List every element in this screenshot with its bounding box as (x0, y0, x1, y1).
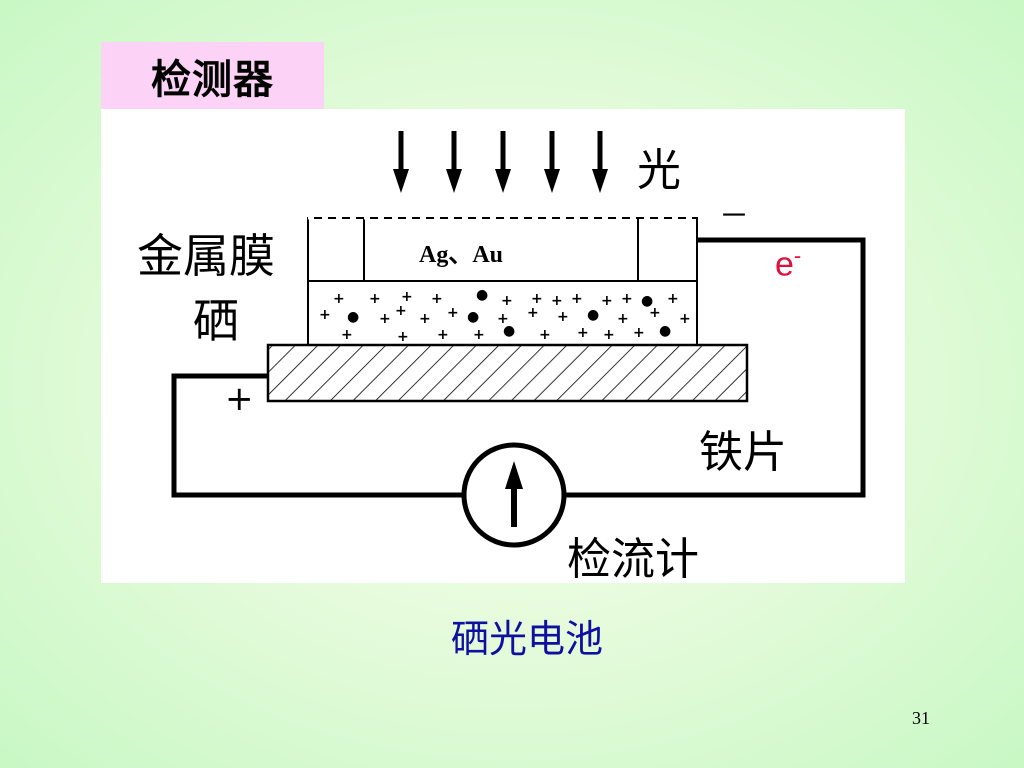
svg-text:+: + (601, 293, 613, 309)
positive-sign: + (225, 379, 254, 419)
svg-text:+: + (397, 329, 409, 345)
light-arrow (393, 131, 409, 193)
light-label: 光 (637, 145, 681, 196)
svg-text:+: + (621, 291, 633, 307)
svg-text:+: + (473, 327, 485, 343)
iron-plate (266, 343, 749, 403)
selenium-layer: +++ +●+ +++ ++● + +●+ +++ ●++ +●+ ++ +++… (307, 280, 698, 346)
svg-text:+: + (551, 293, 563, 309)
negative-sign: － (719, 199, 749, 234)
selenium-cell-diagram: +++ +●+ +++ ++● + +●+ +++ ●++ +●+ ++ +++… (101, 109, 905, 585)
slide-caption: 硒光电池 (450, 617, 603, 661)
iron-label: 铁片 (699, 427, 787, 478)
page-number: 31 (912, 708, 930, 728)
svg-text:+: + (447, 305, 459, 321)
electron-label: e- (775, 243, 801, 284)
svg-text:+: + (603, 327, 615, 343)
svg-text:+: + (571, 291, 583, 307)
svg-text:+: + (379, 311, 391, 327)
svg-text:+: + (667, 291, 679, 307)
light-arrows (393, 131, 608, 193)
svg-text:+: + (341, 327, 353, 343)
svg-text:+: + (557, 309, 569, 325)
svg-text:+: + (577, 325, 589, 341)
svg-text:+: + (419, 311, 431, 327)
light-arrow (544, 131, 560, 193)
metal-film-label: 金属膜 (137, 229, 275, 283)
svg-text:●: ● (467, 309, 479, 325)
selenium-label: 硒 (193, 294, 239, 348)
metal-film-material: Ag、Au (419, 242, 504, 268)
svg-text:+: + (497, 311, 509, 327)
svg-text:+: + (527, 305, 539, 321)
svg-text:+: + (431, 291, 443, 307)
svg-text:+: + (319, 307, 331, 323)
svg-text:+: + (437, 327, 449, 343)
svg-text:●: ● (476, 287, 488, 303)
svg-text:+: + (531, 291, 543, 307)
svg-text:+: + (395, 303, 407, 319)
svg-text:●: ● (347, 309, 359, 325)
light-arrow (495, 131, 511, 193)
svg-text:+: + (617, 311, 629, 327)
metal-film-layer (307, 216, 698, 282)
svg-text:●: ● (641, 293, 653, 309)
circuit-wire (171, 237, 866, 498)
slide-title-box: 检测器 (101, 42, 324, 109)
svg-text:+: + (401, 289, 413, 305)
galvanometer (461, 442, 567, 548)
galvanometer-label: 检流计 (567, 534, 699, 585)
diagram-svg: +++ +●+ +++ ++● + +●+ +++ ●++ +●+ ++ +++… (171, 131, 866, 548)
electron-charge: - (793, 243, 802, 268)
svg-text:●: ● (587, 307, 599, 323)
slide-title: 检测器 (151, 56, 274, 103)
svg-text:●: ● (503, 323, 515, 339)
svg-text:+: + (633, 325, 645, 341)
svg-text:+: + (369, 291, 381, 307)
svg-text:+: + (649, 305, 661, 321)
svg-text:●: ● (659, 323, 671, 339)
svg-text:+: + (333, 291, 345, 307)
light-arrow (592, 131, 608, 193)
svg-text:+: + (539, 327, 551, 343)
light-arrow (446, 131, 462, 193)
svg-text:+: + (501, 293, 513, 309)
electron-symbol: e (775, 245, 794, 284)
svg-text:+: + (679, 311, 691, 327)
